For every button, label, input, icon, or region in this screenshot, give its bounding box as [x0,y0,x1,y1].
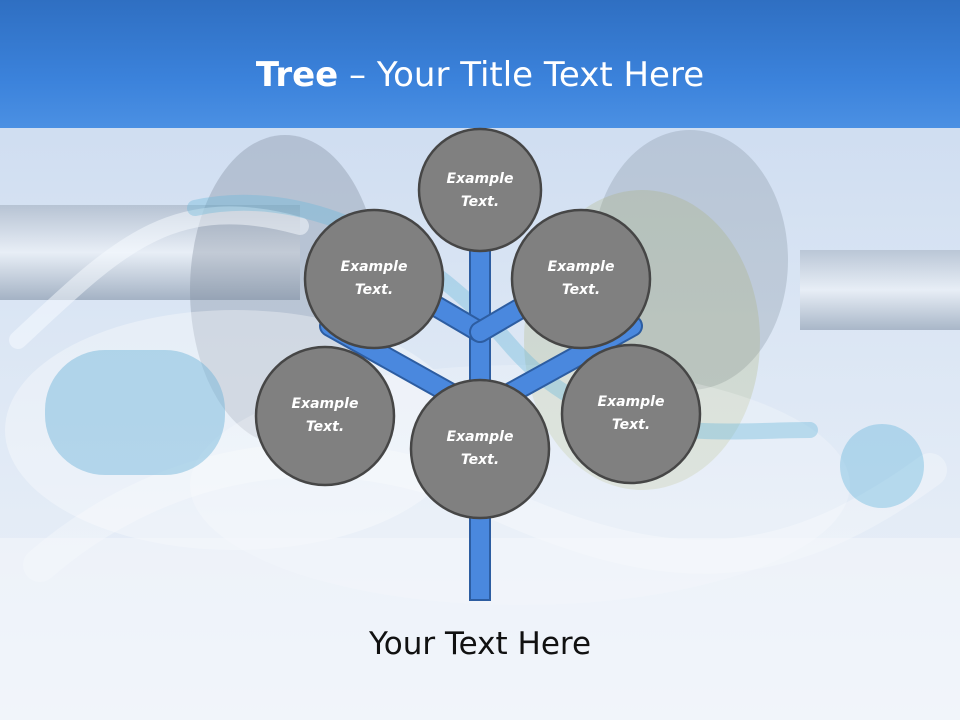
node-label-upper-left: Example Text. [304,256,444,302]
node-text-line: Example [446,429,514,445]
node-text-line: Text. [611,417,651,433]
node-label-lower-left: Example Text. [255,393,395,439]
tree-node-lower-right [560,343,702,485]
caption-text: Your Text Here [368,626,592,662]
node-text-line: Text. [460,452,500,468]
node-label-top: Example Text. [410,168,550,214]
node-label-center: Example Text. [410,426,550,472]
node-text-line: Example [291,396,359,412]
node-text-line: Example [597,394,665,410]
tree-node-upper-right [510,208,652,350]
node-label-upper-right: Example Text. [511,256,651,302]
tree-node-upper-left [303,208,445,350]
tree-node-lower-left [254,345,396,487]
node-text-line: Text. [460,194,500,210]
node-text-line: Example [446,171,514,187]
node-text-line: Example [547,259,615,275]
node-text-line: Example [340,259,408,275]
title-bar: Tree – Your Title Text Here [0,0,960,128]
tree-node-top [417,127,543,253]
node-text-line: Text. [561,282,601,298]
title-strong-text: Tree [255,55,339,95]
page-title: Tree – Your Title Text Here [0,50,960,100]
node-text-line: Text. [354,282,394,298]
tree-node-center [409,378,551,520]
node-label-lower-right: Example Text. [561,391,701,437]
node-text-line: Text. [305,419,345,435]
title-rest-text: – Your Title Text Here [349,55,705,95]
